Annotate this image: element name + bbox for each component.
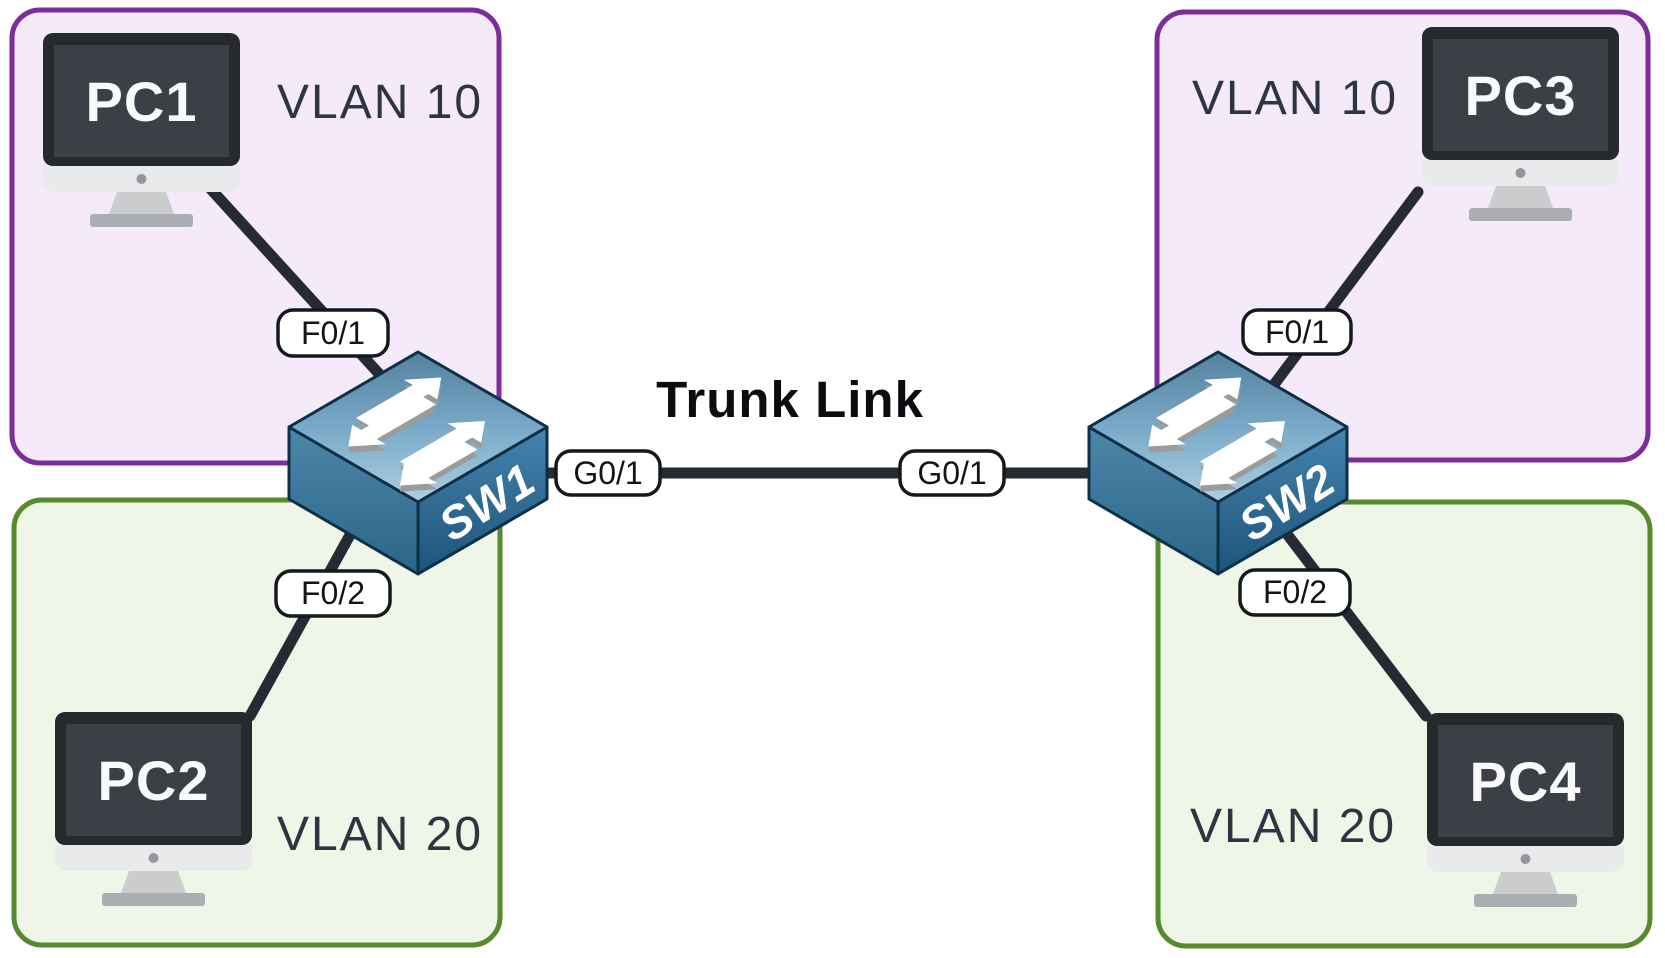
port-pill-sw2-f02: F0/2 — [1238, 568, 1352, 617]
port-label-sw1-g01: G0/1 — [573, 455, 642, 491]
vlan20-label-left: VLAN 20 — [277, 808, 483, 861]
sw1-top-face — [287, 350, 549, 504]
sw2-top-face — [1087, 350, 1349, 504]
port-labels: F0/1 F0/2 G0/1 G0/1 F0/1 F0/2 — [274, 308, 1353, 618]
pc1-label: PC1 — [86, 70, 198, 133]
switch-sw2: SW2 — [1087, 350, 1349, 576]
pc3-device: PC3 — [1422, 27, 1619, 221]
port-label-sw2-g01: G0/1 — [917, 455, 986, 491]
pc4-stand-base — [1474, 894, 1577, 907]
pc2-camera-dot — [148, 853, 159, 863]
pc2-label: PC2 — [98, 749, 210, 812]
port-label-sw2-f01: F0/1 — [1265, 314, 1329, 350]
port-label-sw1-f01: F0/1 — [301, 315, 365, 351]
pc3-label: PC3 — [1465, 64, 1577, 127]
vlan10-label-left: VLAN 10 — [277, 76, 483, 129]
pc1-device: PC1 — [43, 33, 240, 227]
vlan20-label-right: VLAN 20 — [1190, 800, 1396, 853]
pc4-stand-neck — [1493, 872, 1558, 894]
trunk-link-title: Trunk Link — [656, 371, 924, 428]
port-pill-sw1-f01: F0/1 — [276, 308, 390, 358]
pc3-stand-neck — [1488, 186, 1553, 208]
pc1-stand-neck — [109, 192, 174, 214]
switch-sw1: SW1 — [287, 350, 549, 576]
pc1-camera-dot — [136, 174, 147, 184]
pc4-label: PC4 — [1470, 750, 1582, 813]
port-pill-sw2-g01: G0/1 — [898, 449, 1006, 497]
pc3-screen — [1433, 39, 1608, 151]
pc1-stand-base — [90, 214, 193, 227]
sw2-arrows-icon — [1148, 377, 1286, 492]
pc3-camera-dot — [1515, 168, 1526, 178]
pc4-screen — [1438, 725, 1613, 837]
pc1-screen — [54, 45, 229, 157]
pc2-screen — [66, 724, 241, 836]
link-pc3-sw2 — [1264, 186, 1424, 396]
pc4-device: PC4 — [1427, 713, 1624, 907]
pc4-camera-dot — [1520, 854, 1531, 864]
port-pill-sw1-f02: F0/2 — [274, 569, 392, 618]
port-label-sw1-f02: F0/2 — [301, 575, 365, 611]
pc2-stand-neck — [121, 871, 186, 893]
pc2-device: PC2 — [55, 712, 252, 906]
port-label-sw2-f02: F0/2 — [1263, 574, 1327, 610]
vlan10-label-right: VLAN 10 — [1192, 72, 1398, 125]
port-pill-sw1-g01: G0/1 — [554, 449, 662, 497]
port-pill-sw2-f01: F0/1 — [1241, 308, 1353, 356]
sw1-arrows-icon — [348, 377, 486, 492]
pc2-stand-base — [102, 893, 205, 906]
pc3-stand-base — [1469, 208, 1572, 221]
